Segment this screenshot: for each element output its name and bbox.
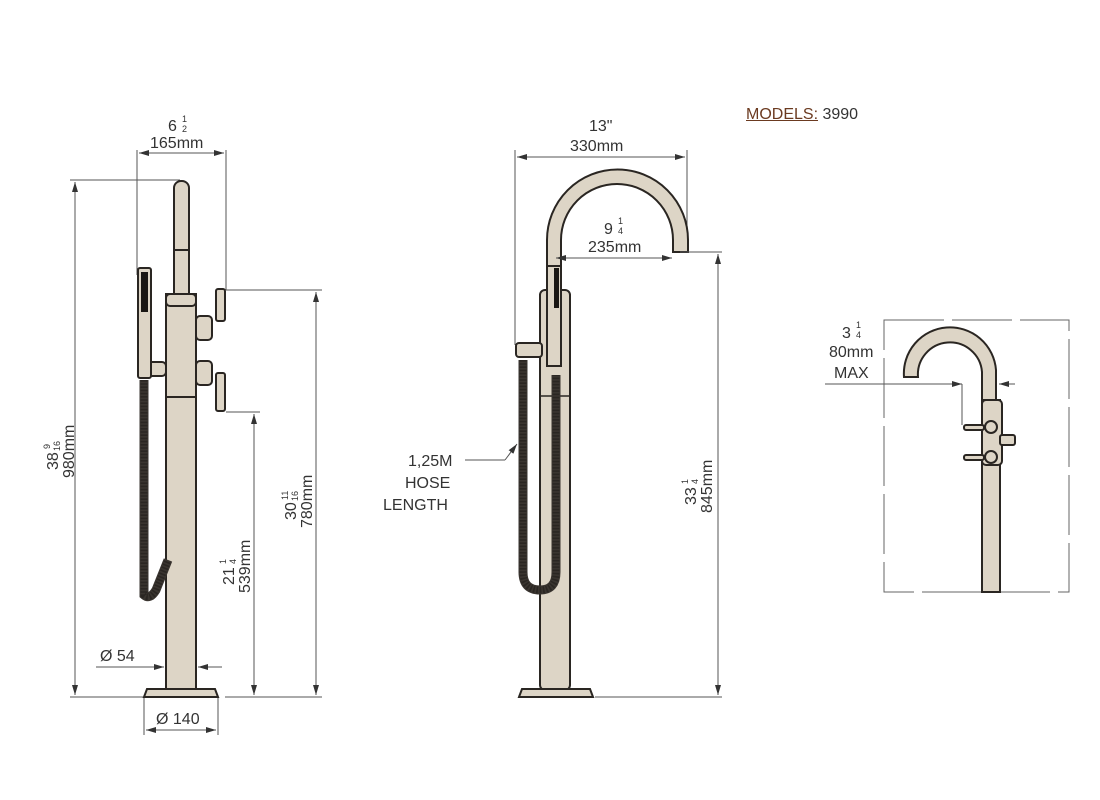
side-upper-handle-mm: 780mm <box>299 475 316 528</box>
svg-text:1: 1 <box>680 479 690 484</box>
hose-outlet <box>515 342 543 358</box>
svg-text:2: 2 <box>182 124 187 134</box>
main-column <box>165 293 197 695</box>
side-base-diameter: Ø 140 <box>156 711 200 728</box>
side-base <box>142 688 220 698</box>
side-lower-handle-in: 21 <box>221 567 238 585</box>
svg-text:1: 1 <box>618 216 623 226</box>
svg-text:4: 4 <box>228 559 238 564</box>
upper-pipe <box>173 180 190 302</box>
models-header: MODELS: 3990 <box>746 106 858 124</box>
detail-offset-mm: 80mm <box>829 344 873 361</box>
lower-handle <box>215 372 226 412</box>
svg-text:4: 4 <box>856 330 861 340</box>
front-reach-in: 9 <box>604 221 613 238</box>
models-label: MODELS: <box>746 106 819 123</box>
svg-text:4: 4 <box>618 226 623 236</box>
side-top-width-mm: 165mm <box>150 135 203 152</box>
upper-handle <box>215 288 226 322</box>
front-reach-mm: 235mm <box>588 239 641 256</box>
hose-label-line3: LENGTH <box>383 497 448 514</box>
front-width-in: 13" <box>589 118 612 135</box>
detail-spout <box>902 326 997 401</box>
detail-offset-note: MAX <box>834 365 869 382</box>
spout <box>546 168 689 269</box>
svg-text:16: 16 <box>52 441 62 451</box>
front-width-mm: 330mm <box>570 138 623 155</box>
front-height-in: 33 <box>683 487 700 505</box>
svg-text:11: 11 <box>280 491 290 500</box>
svg-text:16: 16 <box>290 491 300 501</box>
front-base <box>517 688 595 698</box>
svg-text:4: 4 <box>690 479 700 484</box>
hose-label-line1: 1,25M <box>408 453 452 470</box>
front-view: 13" 330mm 9 1 4 235mm 33 1 4 845mm 1,2 <box>383 118 722 698</box>
detail-offset-in: 3 <box>842 325 851 342</box>
front-height-mm: 845mm <box>699 460 716 513</box>
detail-view: 3 1 4 80mm MAX <box>825 319 1070 593</box>
svg-text:1: 1 <box>218 559 228 564</box>
side-lower-handle-mm: 539mm <box>237 540 254 593</box>
side-upper-handle-in: 30 <box>283 502 300 520</box>
side-top-width-in: 6 <box>168 118 177 135</box>
svg-text:1: 1 <box>182 114 187 124</box>
models-value: 3990 <box>822 106 859 123</box>
side-view: 6 1 2 165mm 38 9 16 980mm 30 11 16 780mm… <box>42 114 322 735</box>
svg-text:1: 1 <box>856 320 861 330</box>
hose-label-line2: HOSE <box>405 475 450 492</box>
side-pipe-diameter: Ø 54 <box>100 648 135 665</box>
side-total-height-in: 38 <box>45 452 62 470</box>
side-total-height-mm: 980mm <box>61 425 78 478</box>
svg-text:9: 9 <box>42 444 52 449</box>
